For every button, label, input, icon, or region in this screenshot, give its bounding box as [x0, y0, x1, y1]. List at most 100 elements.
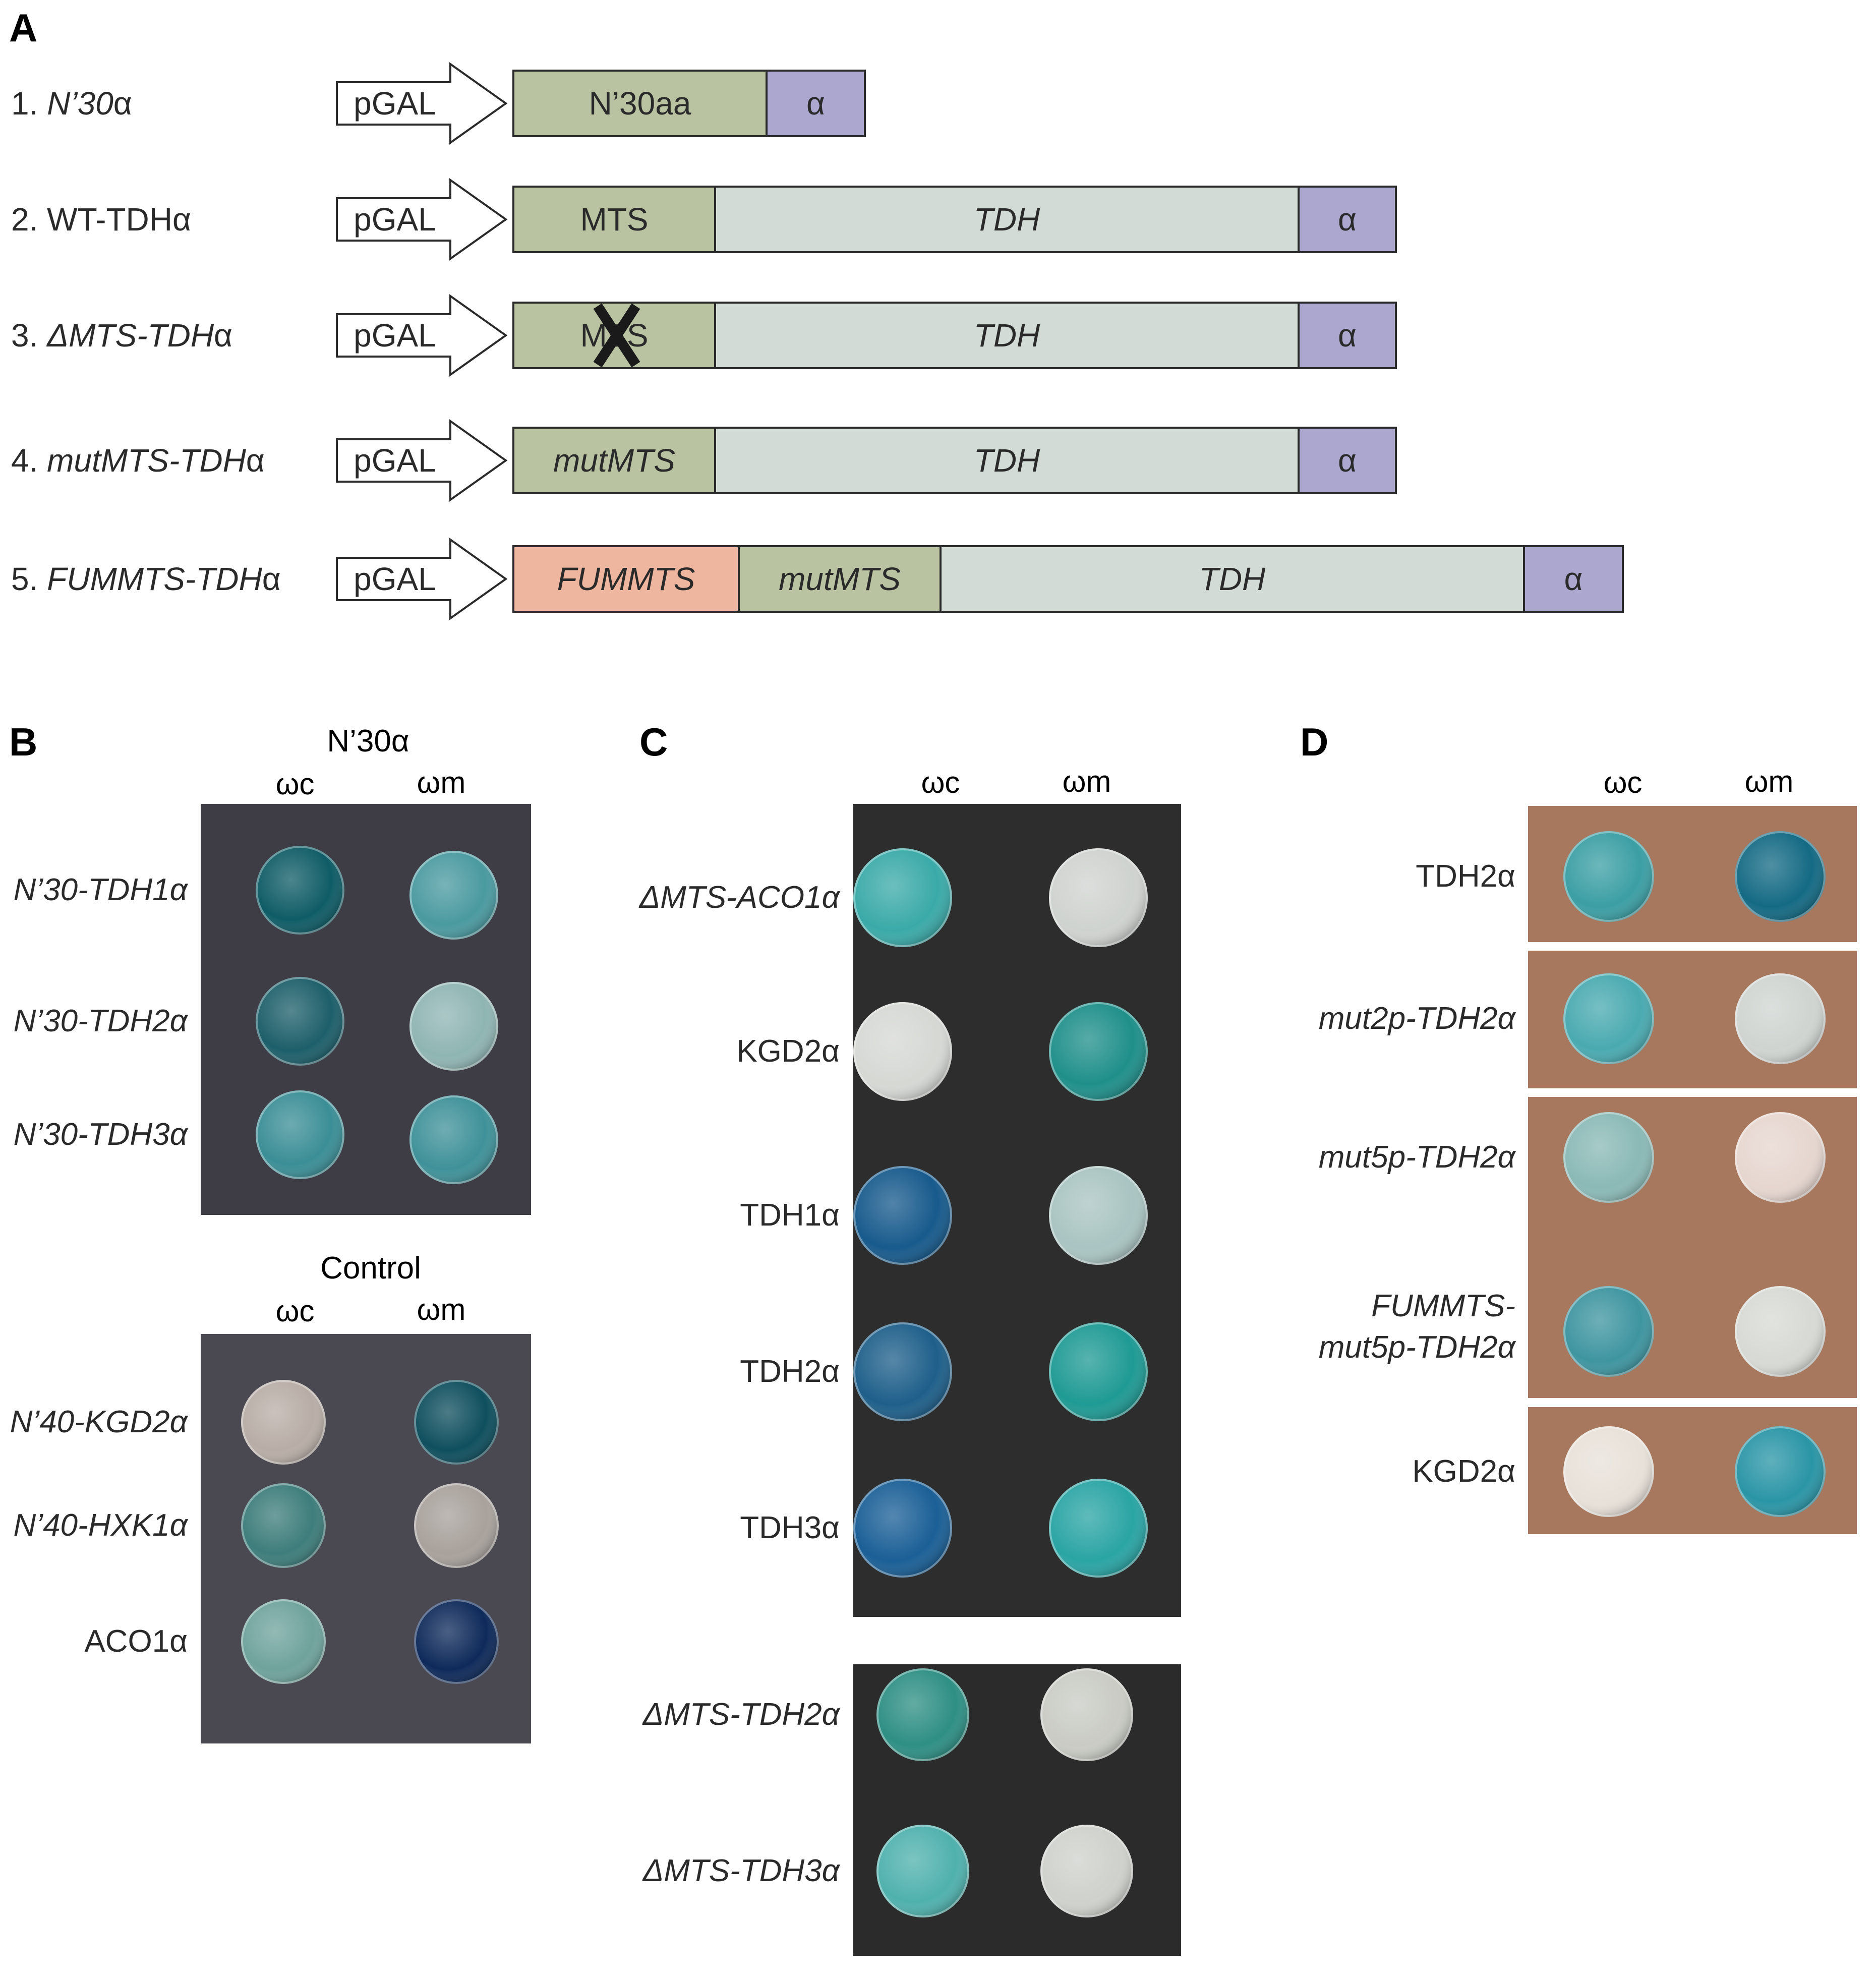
spot-shading: [241, 1380, 326, 1465]
plate-row: N’30-TDH2α: [14, 977, 498, 1071]
panel-letter-a: A: [9, 6, 37, 50]
plate-row: ΔMTS-TDH2α: [642, 1668, 1133, 1761]
spot-rim: [1563, 1426, 1654, 1517]
panel-b-top-col-wc: ωc: [276, 767, 315, 801]
yeast-spot: [853, 1479, 952, 1578]
yeast-spot: [409, 851, 498, 940]
construct-name: 3. ΔMTS-TDHα: [11, 317, 232, 354]
row-label: ΔMTS-TDH3α: [642, 1853, 841, 1888]
promoter-arrow: [336, 62, 508, 145]
yeast-spot: [1735, 973, 1826, 1064]
segment-label: mutMTS: [553, 442, 675, 479]
yeast-spot: [876, 1668, 969, 1761]
yeast-spot: [1735, 1426, 1826, 1517]
panel-b-spot-assay: N’30α ωc ωm N’30-TDH1αN’30-TDH2αN’30-TDH…: [10, 724, 531, 1743]
spot-rim: [1040, 1668, 1133, 1761]
spot-rim: [853, 848, 952, 947]
yeast-spot: [409, 1095, 498, 1184]
spot-rim: [853, 1322, 952, 1421]
row-label: N’40-HXK1α: [14, 1508, 189, 1543]
promoter-label: pGAL: [354, 85, 436, 122]
yeast-spot: [1563, 1112, 1654, 1203]
panel-d-spot-assay: ωc ωm TDH2αmut2p-TDH2αmut5p-TDH2αFUMMTS-…: [1319, 765, 1857, 1534]
yeast-spot: [414, 1483, 499, 1568]
segment-alpha: [1298, 427, 1397, 494]
spot-rim: [876, 1825, 969, 1917]
spot-shading: [414, 1380, 499, 1465]
plate-row: ACO1α: [84, 1599, 499, 1684]
segment-alpha: [766, 70, 866, 137]
segment-mts: [512, 427, 716, 494]
promoter-arrow: [336, 178, 508, 261]
spot-rim: [409, 982, 498, 1071]
row-label: mut5p-TDH2α: [1319, 1330, 1516, 1365]
spot-rim: [853, 1002, 952, 1101]
row-label: N’30-TDH1α: [14, 872, 189, 907]
segment-label: α: [1564, 561, 1583, 597]
yeast-spot: [1049, 1479, 1148, 1578]
spot-rim: [1735, 1112, 1826, 1203]
yeast-spot: [1563, 1426, 1654, 1517]
spot-rim: [414, 1380, 499, 1465]
spot-rim: [256, 846, 344, 935]
spot-rim: [241, 1380, 326, 1465]
spot-shading: [1563, 973, 1654, 1064]
yeast-spot: [256, 846, 344, 935]
panel-letter-d: D: [1300, 720, 1328, 764]
yeast-spot: [1735, 1112, 1826, 1203]
panel-b-bottom-col-wm: ωm: [417, 1293, 466, 1326]
yeast-spot: [1735, 831, 1826, 922]
yeast-spot: [256, 977, 344, 1066]
row-label: mut5p-TDH2α: [1319, 1140, 1516, 1175]
plate-row: ΔMTS-TDH3α: [642, 1825, 1133, 1917]
spot-shading: [1049, 1322, 1148, 1421]
spot-rim: [241, 1483, 326, 1568]
row-label: N’40-KGD2α: [10, 1405, 189, 1439]
spot-rim: [1735, 1286, 1826, 1377]
spot-shading: [1563, 831, 1654, 922]
spot-shading: [1735, 831, 1826, 922]
construct-name: 1. N’30α: [11, 85, 132, 122]
panel-c-spot-assay: ωc ωm ΔMTS-ACO1αKGD2αTDH1αTDH2αTDH3αΔMTS…: [638, 765, 1181, 1956]
plate-row: N’30-TDH1α: [14, 846, 498, 940]
spot-shading: [241, 1599, 326, 1684]
row-label: FUMMTS-: [1371, 1289, 1515, 1323]
segment-label: mutMTS: [779, 561, 901, 597]
plate-row: N’40-HXK1α: [14, 1483, 499, 1568]
segment-label: α: [1338, 317, 1357, 354]
plate-row: ΔMTS-ACO1α: [638, 848, 1148, 947]
panel-d-col-wc: ωc: [1604, 766, 1643, 799]
spot-rim: [1563, 1112, 1654, 1203]
segment-label: α: [1338, 201, 1357, 238]
row-label: TDH2α: [1416, 859, 1515, 894]
promoter-label: pGAL: [354, 442, 436, 479]
spot-rim: [1735, 831, 1826, 922]
spot-rim: [876, 1668, 969, 1761]
spot-shading: [1735, 973, 1826, 1064]
construct-name: 2. WT-TDHα: [11, 201, 191, 238]
plate-row: mut5p-TDH2α: [1319, 1097, 1857, 1398]
yeast-spot: [1049, 848, 1148, 947]
spot-shading: [853, 848, 952, 947]
yeast-spot: [853, 848, 952, 947]
spot-shading: [1040, 1825, 1133, 1917]
row-label: N’30-TDH3α: [14, 1117, 189, 1152]
panel-c-col-wc: ωc: [921, 766, 960, 799]
spot-shading: [1735, 1286, 1826, 1377]
segment-label: α: [806, 85, 825, 122]
plate-row: TDH2α: [1416, 806, 1857, 942]
construct-name: 4. mutMTS-TDHα: [11, 442, 265, 479]
yeast-spot: [1049, 1322, 1148, 1421]
yeast-spot: [1563, 973, 1654, 1064]
plate-row: mut2p-TDH2α: [1319, 951, 1857, 1088]
spot-shading: [1049, 1002, 1148, 1101]
row-label: ΔMTS-TDH2α: [642, 1697, 841, 1732]
promoter-arrow: [336, 538, 508, 620]
spot-rim: [853, 1166, 952, 1265]
yeast-spot: [1040, 1825, 1133, 1917]
spot-shading: [1735, 1112, 1826, 1203]
spot-shading: [1563, 1286, 1654, 1377]
spot-rim: [1735, 1426, 1826, 1517]
